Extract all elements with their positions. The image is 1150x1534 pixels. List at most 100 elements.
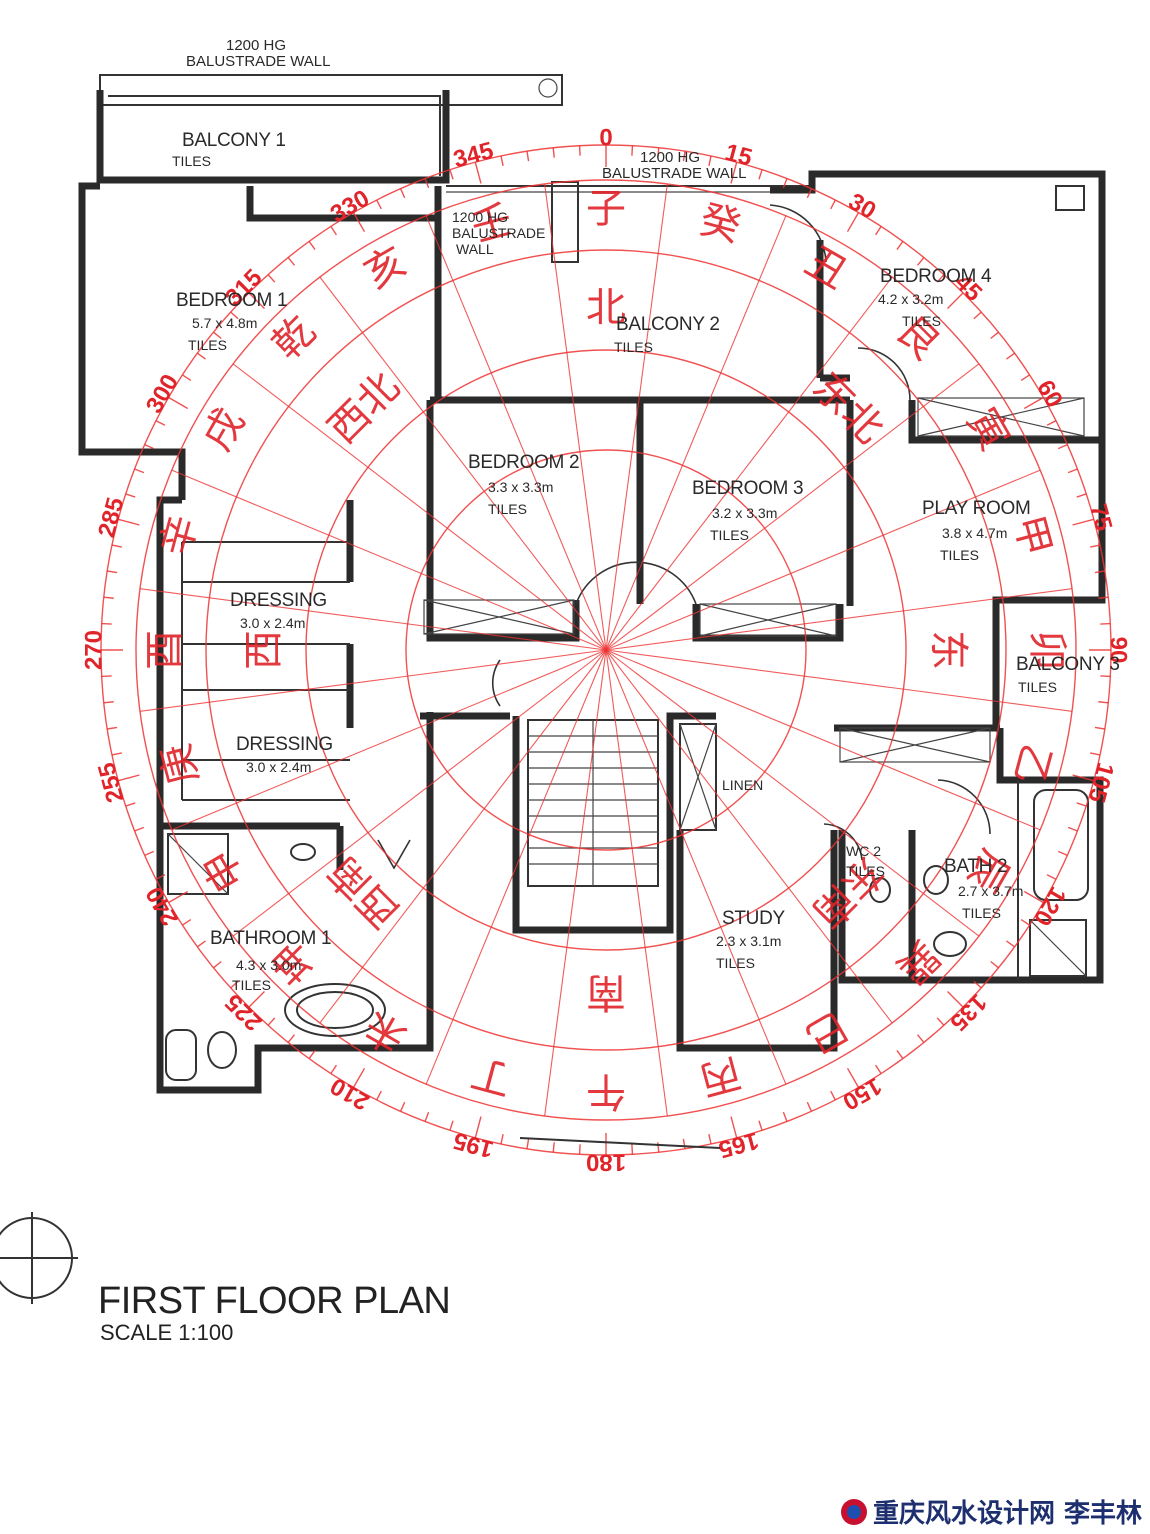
compass-tick: [500, 155, 504, 166]
compass-tick: [830, 199, 836, 210]
compass-mountain-label: 申: [194, 842, 254, 900]
compass-tick: [103, 596, 114, 599]
bedroom3-name: BEDROOM 3: [692, 478, 803, 499]
compass-tick: [474, 1116, 482, 1138]
bedroom3-finish: TILES: [710, 527, 749, 543]
compass-sector-line: [605, 588, 1073, 651]
compass-mountain-label: 未: [357, 1002, 415, 1062]
compass-degree-label: 165: [716, 1126, 762, 1162]
compass-tick: [134, 468, 145, 474]
dressing2-size: 3.0 x 2.4m: [246, 759, 311, 775]
compass-tick: [806, 1101, 813, 1112]
compass-tick: [947, 292, 964, 309]
compass-tick: [134, 826, 145, 832]
study-finish: TILES: [716, 955, 755, 971]
balustrade-mid-line1: 1200 HG: [452, 209, 508, 225]
compass-tick: [846, 1067, 860, 1088]
compass-tick: [936, 274, 945, 283]
compass-tick: [782, 1111, 788, 1122]
compass-tick: [657, 1142, 660, 1153]
compass-tick: [107, 570, 118, 574]
plan-scale: SCALE 1:100: [100, 1320, 234, 1345]
compass-direction-southwest: 西南: [320, 847, 409, 936]
compass-degree-label: 240: [141, 882, 184, 930]
playroom-name: PLAY ROOM: [922, 498, 1031, 519]
compass-tick: [424, 1111, 430, 1122]
compass-tick: [916, 257, 925, 266]
compass-tick: [1094, 726, 1105, 730]
compass-degree-label: 330: [326, 185, 374, 228]
compass-tick: [973, 311, 982, 320]
compass-tick: [990, 331, 999, 340]
dressing1-name: DRESSING: [230, 590, 327, 611]
compass-tick: [631, 145, 634, 156]
compass-direction-southeast: 东南: [803, 847, 892, 936]
compass-degree-label: 0: [599, 124, 612, 151]
compass-sector-line: [139, 588, 607, 651]
balcony1-name: BALCONY 1: [182, 130, 286, 151]
compass-tick: [1067, 468, 1078, 474]
bedroom2-finish: TILES: [488, 501, 527, 517]
compass-tick: [1076, 493, 1087, 498]
compass-tick: [896, 241, 904, 250]
compass-tick: [552, 1142, 555, 1153]
compass-tick: [526, 1138, 530, 1149]
compass-mountain-label: 戌: [194, 401, 254, 459]
brand-text: 重庆风水设计网 李丰林: [872, 1499, 1142, 1529]
compass-direction-east: 东: [925, 630, 971, 670]
study-name: STUDY: [722, 908, 786, 929]
compass-tick: [248, 292, 265, 309]
compass-direction-west: 西: [241, 630, 287, 670]
sketch-line: [519, 1137, 721, 1149]
compass-tick: [782, 178, 788, 189]
bedroom3-size: 3.2 x 3.3m: [712, 505, 777, 521]
compass-tick: [118, 774, 140, 782]
playroom-size: 3.8 x 4.7m: [942, 525, 1007, 541]
compass-tick: [125, 802, 136, 807]
compass-tick: [1046, 874, 1057, 880]
compass-mountain-label: 巳: [798, 1002, 856, 1062]
compass-mountain-label: 卯: [1024, 630, 1070, 670]
compass-tick: [682, 151, 686, 162]
bedroom1-finish: TILES: [188, 337, 227, 353]
compass-degree-label: 105: [1082, 760, 1118, 806]
compass-tick: [1057, 443, 1068, 450]
compass-mountain-label: 丑: [798, 238, 856, 298]
compass-direction-south: 南: [586, 969, 626, 1015]
compass-degree-label: 75: [1084, 501, 1117, 534]
compass-tick: [1100, 622, 1111, 625]
bedroom4-size: 4.2 x 3.2m: [878, 291, 943, 307]
compass-tick: [578, 145, 581, 156]
compass-tick: [308, 1050, 316, 1059]
compass-sector-line: [544, 649, 607, 1117]
compass-tick: [182, 919, 192, 926]
compass-degree-label: 30: [844, 188, 881, 225]
compass-tick: [830, 1090, 836, 1101]
compass-tick: [399, 1101, 406, 1112]
compass-tick: [1094, 570, 1105, 574]
compass-tick: [708, 1134, 712, 1145]
compass-tick: [896, 1050, 904, 1059]
compass-mountain-label: 亥: [357, 238, 415, 298]
compass-tick: [230, 980, 239, 989]
compass-tick: [230, 311, 239, 320]
compass-mountain-label: 丁: [467, 1049, 518, 1104]
bedroom1-size: 5.7 x 4.8m: [192, 315, 257, 331]
bedroom2-size: 3.3 x 3.3m: [488, 479, 553, 495]
room-labels: 1200 HG BALUSTRADE WALL 1200 HG BALUSTRA…: [172, 37, 1120, 993]
compass-ring-3: [305, 349, 907, 951]
compass-sector-line: [319, 649, 607, 1024]
bathroom1-finish: TILES: [232, 977, 271, 993]
compass-sector-line: [232, 649, 607, 937]
compass-tick: [330, 1064, 337, 1074]
compass-tick: [875, 226, 882, 236]
bathroom1-size: 4.3 x 3.0m: [236, 957, 301, 973]
compass-tick: [1067, 826, 1078, 832]
bedroom2-name: BEDROOM 2: [468, 452, 579, 473]
compass-tick: [182, 374, 192, 381]
compass-tick: [1098, 701, 1109, 704]
balustrade-mid-line3: WALL: [456, 241, 494, 257]
compass-tick: [846, 212, 860, 233]
compass-tick: [111, 544, 122, 548]
